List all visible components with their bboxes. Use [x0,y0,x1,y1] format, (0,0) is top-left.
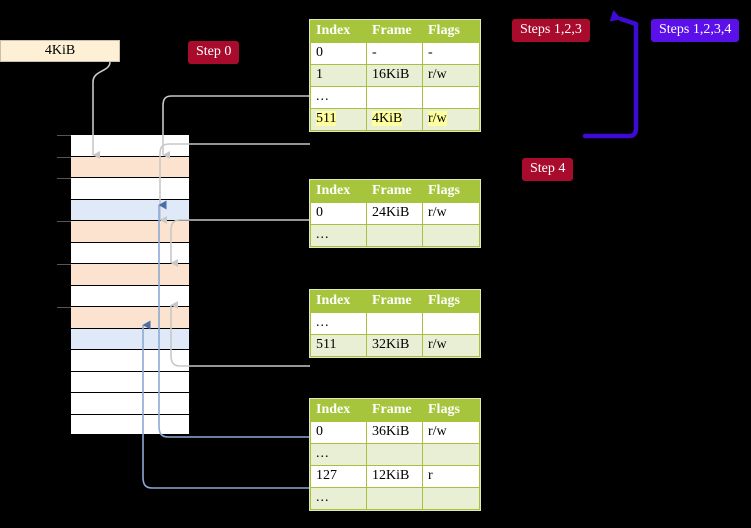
column-header: Flags [422,20,480,43]
table-cell: 0 [310,421,367,444]
table-row: 0-- [310,42,480,65]
table-row: ... [310,487,480,510]
table-row: ... [310,224,480,247]
memory-row [70,392,190,414]
table-row: ... [310,443,480,466]
table-cell: 1 [310,64,367,87]
memory-row-tick [57,135,71,136]
steps-123-badge: Steps 1,2,3 [512,19,590,42]
table-cell: r/w [422,64,480,87]
table-cell: 16KiB [366,64,423,87]
table-cell: r [422,465,480,488]
memory-row [70,241,190,263]
memory-row-tick [57,178,71,179]
table-cell [422,224,480,247]
table-cell: 24KiB [366,202,423,225]
memory-row-tick [57,221,71,222]
memory-row-tick [57,307,71,308]
kib-size-box: 4KiB [0,40,120,62]
table-row: ... [310,312,480,335]
column-header: Frame [366,20,423,43]
column-header: Index [310,399,367,422]
column-header: Index [310,290,367,313]
table-cell [366,487,423,510]
table-cell: - [422,42,480,65]
memory-column [57,134,190,435]
table-cell: ... [310,86,367,109]
memory-row [57,220,190,242]
memory-row [70,284,190,306]
step-4-badge: Step 4 [522,158,574,181]
memory-row-tick [57,264,71,265]
table-cell [422,443,480,466]
table-cell [366,443,423,466]
connector-table4-row127-to-memory [142,320,310,489]
table-cell: ... [310,224,367,247]
steps-bracket-arrow [582,10,639,139]
kib-size-label: 4KiB [44,43,76,58]
table-cell [366,86,423,109]
table-cell: r/w [422,421,480,444]
table-cell: r/w [422,108,480,131]
column-header: Index [310,180,367,203]
table-row: ... [310,86,480,109]
memory-row [70,370,190,392]
table-cell: r/w [422,334,480,357]
table-cell: ... [310,312,367,335]
steps-1234-badge: Steps 1,2,3,4 [651,19,740,42]
connector-table3-to-memory [170,301,310,367]
column-header: Frame [366,180,423,203]
table-cell: 32KiB [366,334,423,357]
table-cell: 0 [310,202,367,225]
table-cell [366,312,423,335]
table-cell: 4KiB [366,108,423,131]
table-cell [422,86,480,109]
memory-row-tick [57,156,71,158]
column-header: Flags [422,180,480,203]
connector-table2-to-memory [170,219,310,267]
table-cell: ... [310,443,367,466]
memory-row [70,327,190,349]
table-cell: ... [310,487,367,510]
table-cell: 36KiB [366,421,423,444]
column-header: Index [310,20,367,43]
memory-row [57,306,190,328]
connector-table1-to-memory [162,95,310,159]
table-cell: 511 [310,334,367,357]
memory-row [70,349,190,371]
table-cell [422,312,480,335]
column-header: Flags [422,399,480,422]
table-cell: 12KiB [366,465,423,488]
table-cell: r/w [422,202,480,225]
memory-row [57,263,190,285]
column-header: Frame [366,290,423,313]
step-0-badge: Step 0 [188,41,240,64]
table-cell: 127 [310,465,367,488]
connector-table1-511-to-memory [159,143,310,224]
connector-table4-row0-to-memory [158,200,310,438]
table-cell: - [366,42,423,65]
table-cell [422,487,480,510]
column-header: Frame [366,399,423,422]
column-header: Flags [422,290,480,313]
table-cell: 0 [310,42,367,65]
table-cell [366,224,423,247]
table-cell: 511 [310,108,367,131]
connector-kib-to-memory [92,61,111,159]
